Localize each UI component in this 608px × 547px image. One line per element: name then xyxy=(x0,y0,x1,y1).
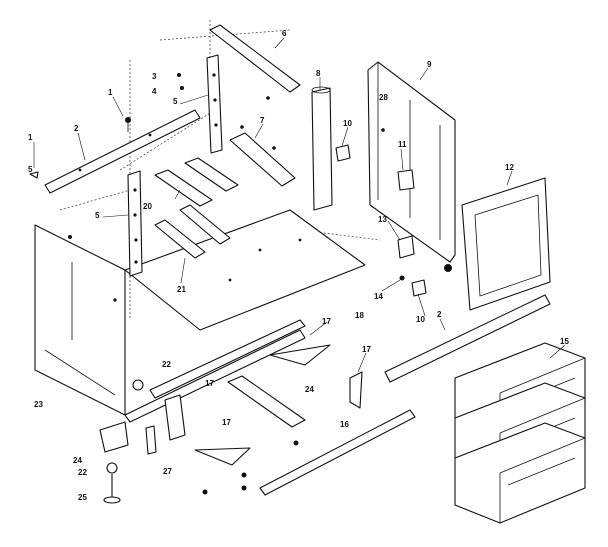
callout-12: 12 xyxy=(505,163,514,172)
top-rail-part-2-left xyxy=(44,109,201,194)
caster-bracket-part-24 xyxy=(99,421,129,453)
callout-4: 4 xyxy=(152,87,157,96)
callout-9: 9 xyxy=(427,60,432,69)
front-rail-part-2-right xyxy=(384,294,551,383)
callout-11: 11 xyxy=(398,140,407,149)
callout-27: 27 xyxy=(163,467,172,476)
cross-brace-part-24 xyxy=(227,375,306,428)
callout-18: 18 xyxy=(355,311,364,320)
brace-part-17-left xyxy=(164,394,186,441)
clip-part-10-lower xyxy=(411,279,427,297)
leveling-nut-part-22 xyxy=(106,379,144,474)
bracket-part-7 xyxy=(229,132,296,187)
callout-5-upper: 5 xyxy=(173,97,178,106)
callout-labels: 1 1 2 2 3 4 5 5 5 6 7 8 9 10 10 11 12 13… xyxy=(28,29,569,502)
callout-3: 3 xyxy=(152,72,157,81)
drawer-slide-part-20 xyxy=(154,157,239,207)
callout-10-lower: 10 xyxy=(416,315,425,324)
callout-22-upper: 22 xyxy=(162,360,171,369)
callout-13: 13 xyxy=(378,215,387,224)
brace-part-17-upper xyxy=(269,344,331,366)
callout-10-upper: 10 xyxy=(343,119,352,128)
bracket-part-13 xyxy=(397,235,415,259)
callout-17-right: 17 xyxy=(362,345,371,354)
callout-25: 25 xyxy=(78,493,87,502)
callout-17-upper: 17 xyxy=(322,317,331,326)
screw-part-14 xyxy=(399,275,405,281)
callout-7: 7 xyxy=(260,116,265,125)
callout-24-left: 24 xyxy=(73,456,82,465)
hinge-part-11 xyxy=(397,169,415,191)
callout-20: 20 xyxy=(143,202,152,211)
callout-16: 16 xyxy=(340,420,349,429)
cabinet-shell-part-23 xyxy=(34,209,366,423)
bottom-rail-part-16 xyxy=(259,409,416,496)
rear-panel-part-9 xyxy=(367,61,456,272)
callout-1-left: 1 xyxy=(28,133,33,142)
leader-lines xyxy=(33,37,566,373)
fasteners xyxy=(177,73,385,495)
callout-17-bottom: 17 xyxy=(222,418,231,427)
bar-part-27 xyxy=(145,425,157,455)
callout-2-right: 2 xyxy=(437,310,442,319)
callout-28: 28 xyxy=(379,93,388,102)
rail-part-18 xyxy=(149,319,306,399)
callout-2-left: 2 xyxy=(74,124,79,133)
post-part-8 xyxy=(311,86,333,211)
door-panel-part-12 xyxy=(461,177,551,311)
top-rail-part-6 xyxy=(209,24,301,93)
callout-23: 23 xyxy=(34,400,43,409)
drawer-slide-part-21 xyxy=(154,204,231,259)
screw-part-1 xyxy=(29,117,131,179)
callout-6: 6 xyxy=(282,29,287,38)
leveler-part-25 xyxy=(103,474,121,504)
callout-14: 14 xyxy=(374,292,383,301)
callout-1-upper: 1 xyxy=(108,88,113,97)
callout-8: 8 xyxy=(316,69,321,78)
clip-part-10-upper xyxy=(335,144,351,162)
vertical-bracket-part-5-lower xyxy=(127,170,143,277)
brace-part-17-right xyxy=(349,371,363,409)
vertical-bracket-part-5-upper xyxy=(206,54,223,154)
callout-24-right: 24 xyxy=(305,385,314,394)
callout-5-left: 5 xyxy=(95,211,100,220)
brace-part-17-bottom xyxy=(194,447,251,466)
callout-5-tiny: 5 xyxy=(28,165,33,174)
callout-17-left: 17 xyxy=(205,379,214,388)
drawer-part-15-bottom xyxy=(454,422,586,524)
callout-22-lower: 22 xyxy=(78,468,87,477)
callout-21: 21 xyxy=(177,285,186,294)
callout-15: 15 xyxy=(560,337,569,346)
